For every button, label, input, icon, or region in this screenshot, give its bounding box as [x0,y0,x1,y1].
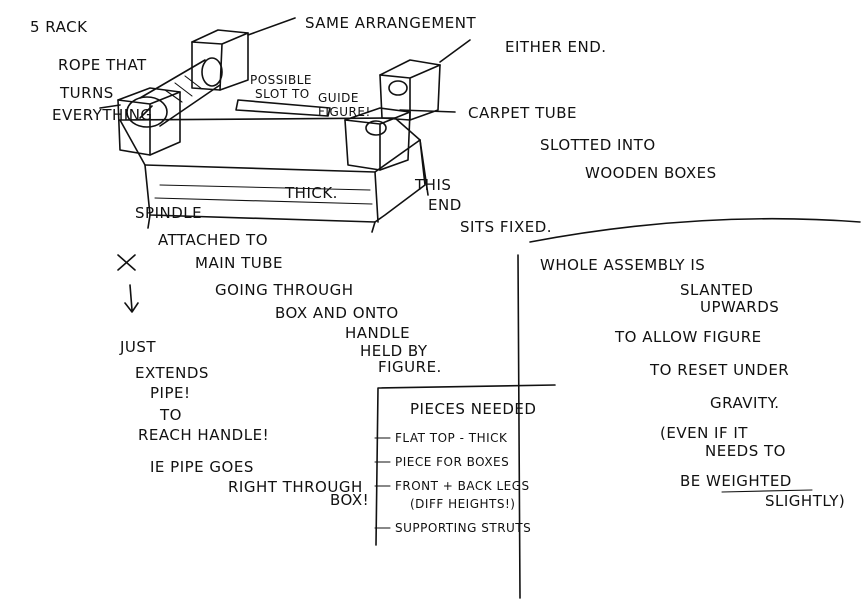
assembly-line-1: WHOLE ASSEMBLY IS [540,256,705,274]
pieces-item-3: FRONT + BACK LEGS [395,479,530,493]
assembly-line-7: (EVEN IF IT [660,424,748,442]
x-mark [117,254,136,271]
weighted-underline [721,489,813,493]
thickness-line [159,184,371,191]
assembly-line-3: UPWARDS [700,298,779,316]
leader-rope [99,104,121,109]
note-box-and-onto: BOX AND ONTO [275,304,399,322]
assembly-line-8: NEEDS TO [705,442,786,460]
tube-hatching [164,75,203,103]
tube-end [126,96,168,128]
assembly-line-5: TO RESET UNDER [649,361,789,379]
pieces-title: PIECES NEEDED [410,400,536,418]
down-arrow [124,284,139,313]
note-spindle: SPINDLE [135,204,202,222]
assembly-line-10: SLIGHTLY) [765,492,845,510]
note-reach-handle: REACH HANDLE! [138,426,269,444]
pieces-item-4: (DIFF HEIGHTS!) [410,497,516,511]
pieces-box-outline [375,384,556,546]
note-same-arrangement: SAME ARRANGEMENT [305,14,476,32]
assembly-panel: WHOLE ASSEMBLY IS SLANTED UPWARDS TO ALL… [517,217,861,599]
note-rope-1: ROPE THAT [58,56,147,74]
note-ie-pipe-goes: IE PIPE GOES [150,458,254,476]
note-going-through: GOING THROUGH [215,281,354,299]
note-attached-to: ATTACHED TO [158,231,268,249]
note-rack: 5 RACK [30,18,88,36]
pieces-needed-panel: PIECES NEEDED FLAT TOP - THICK PIECE FOR… [374,384,556,546]
pieces-item-5: SUPPORTING STRUTS [395,521,531,535]
pieces-item-1: FLAT TOP - THICK [395,431,508,445]
note-either-end: EITHER END. [505,38,607,56]
note-carpet-tube: CARPET TUBE [468,104,577,122]
note-sits-fixed: SITS FIXED. [460,218,552,236]
flat-top-board [119,117,426,223]
note-this-end-1: THIS [414,176,451,194]
thickness-line-2 [154,197,373,205]
note-possible-3: GUIDE [318,91,359,105]
note-this-end-2: END [428,196,462,214]
note-possible-2: SLOT TO [255,87,310,101]
right-near-tube-hole [365,120,387,136]
near-left-box [117,87,181,156]
leader-carpet-tube [399,109,456,113]
top-board-edge [144,139,421,173]
note-wooden-boxes: WOODEN BOXES [585,164,717,182]
right-far-box [379,59,441,121]
legs [147,139,429,233]
assembly-line-4: TO ALLOW FIGURE [614,328,762,346]
near-left-box-edges [117,91,181,156]
note-rope-2: TURNS [59,84,114,102]
note-possible-4: FIGURE! [318,105,371,119]
guide-slot [235,99,331,117]
far-box [191,29,249,91]
assembly-box-outline [517,217,861,599]
note-handle: HANDLE [345,324,410,342]
assembly-line-6: GRAVITY. [710,394,779,412]
tube-body [139,59,221,127]
note-thick: THICK. [284,184,338,202]
note-held-by: HELD BY [360,342,428,360]
note-possible-1: POSSIBLE [250,73,312,87]
leader-same-arrangement [247,17,296,36]
note-to: TO [159,406,182,424]
note-extends: EXTENDS [135,364,209,382]
leader-either-end [439,39,471,63]
right-near-box [344,107,411,171]
handwritten-notes: 5 RACK ROPE THAT TURNS EVERYTHING SAME A… [30,14,717,509]
assembly-line-9: BE WEIGHTED [680,472,792,490]
note-just: JUST [119,338,156,356]
note-pipe: PIPE! [150,384,191,402]
pieces-item-2: PIECE FOR BOXES [395,455,509,469]
spindle-arrow [139,105,153,119]
assembly-line-2: SLANTED [680,281,753,299]
right-far-tube-hole [388,80,408,96]
note-rope-3: EVERYTHING [52,106,153,124]
note-slotted-into: SLOTTED INTO [540,136,656,154]
note-figure: FIGURE. [378,358,442,376]
note-main-tube: MAIN TUBE [195,254,283,272]
tube-far-end [201,57,223,87]
top-board-corner [374,171,379,223]
rack-sketch [117,29,441,233]
note-right-through: RIGHT THROUGH [228,478,363,496]
note-box: BOX! [330,491,369,509]
right-near-box-edges [344,111,411,171]
